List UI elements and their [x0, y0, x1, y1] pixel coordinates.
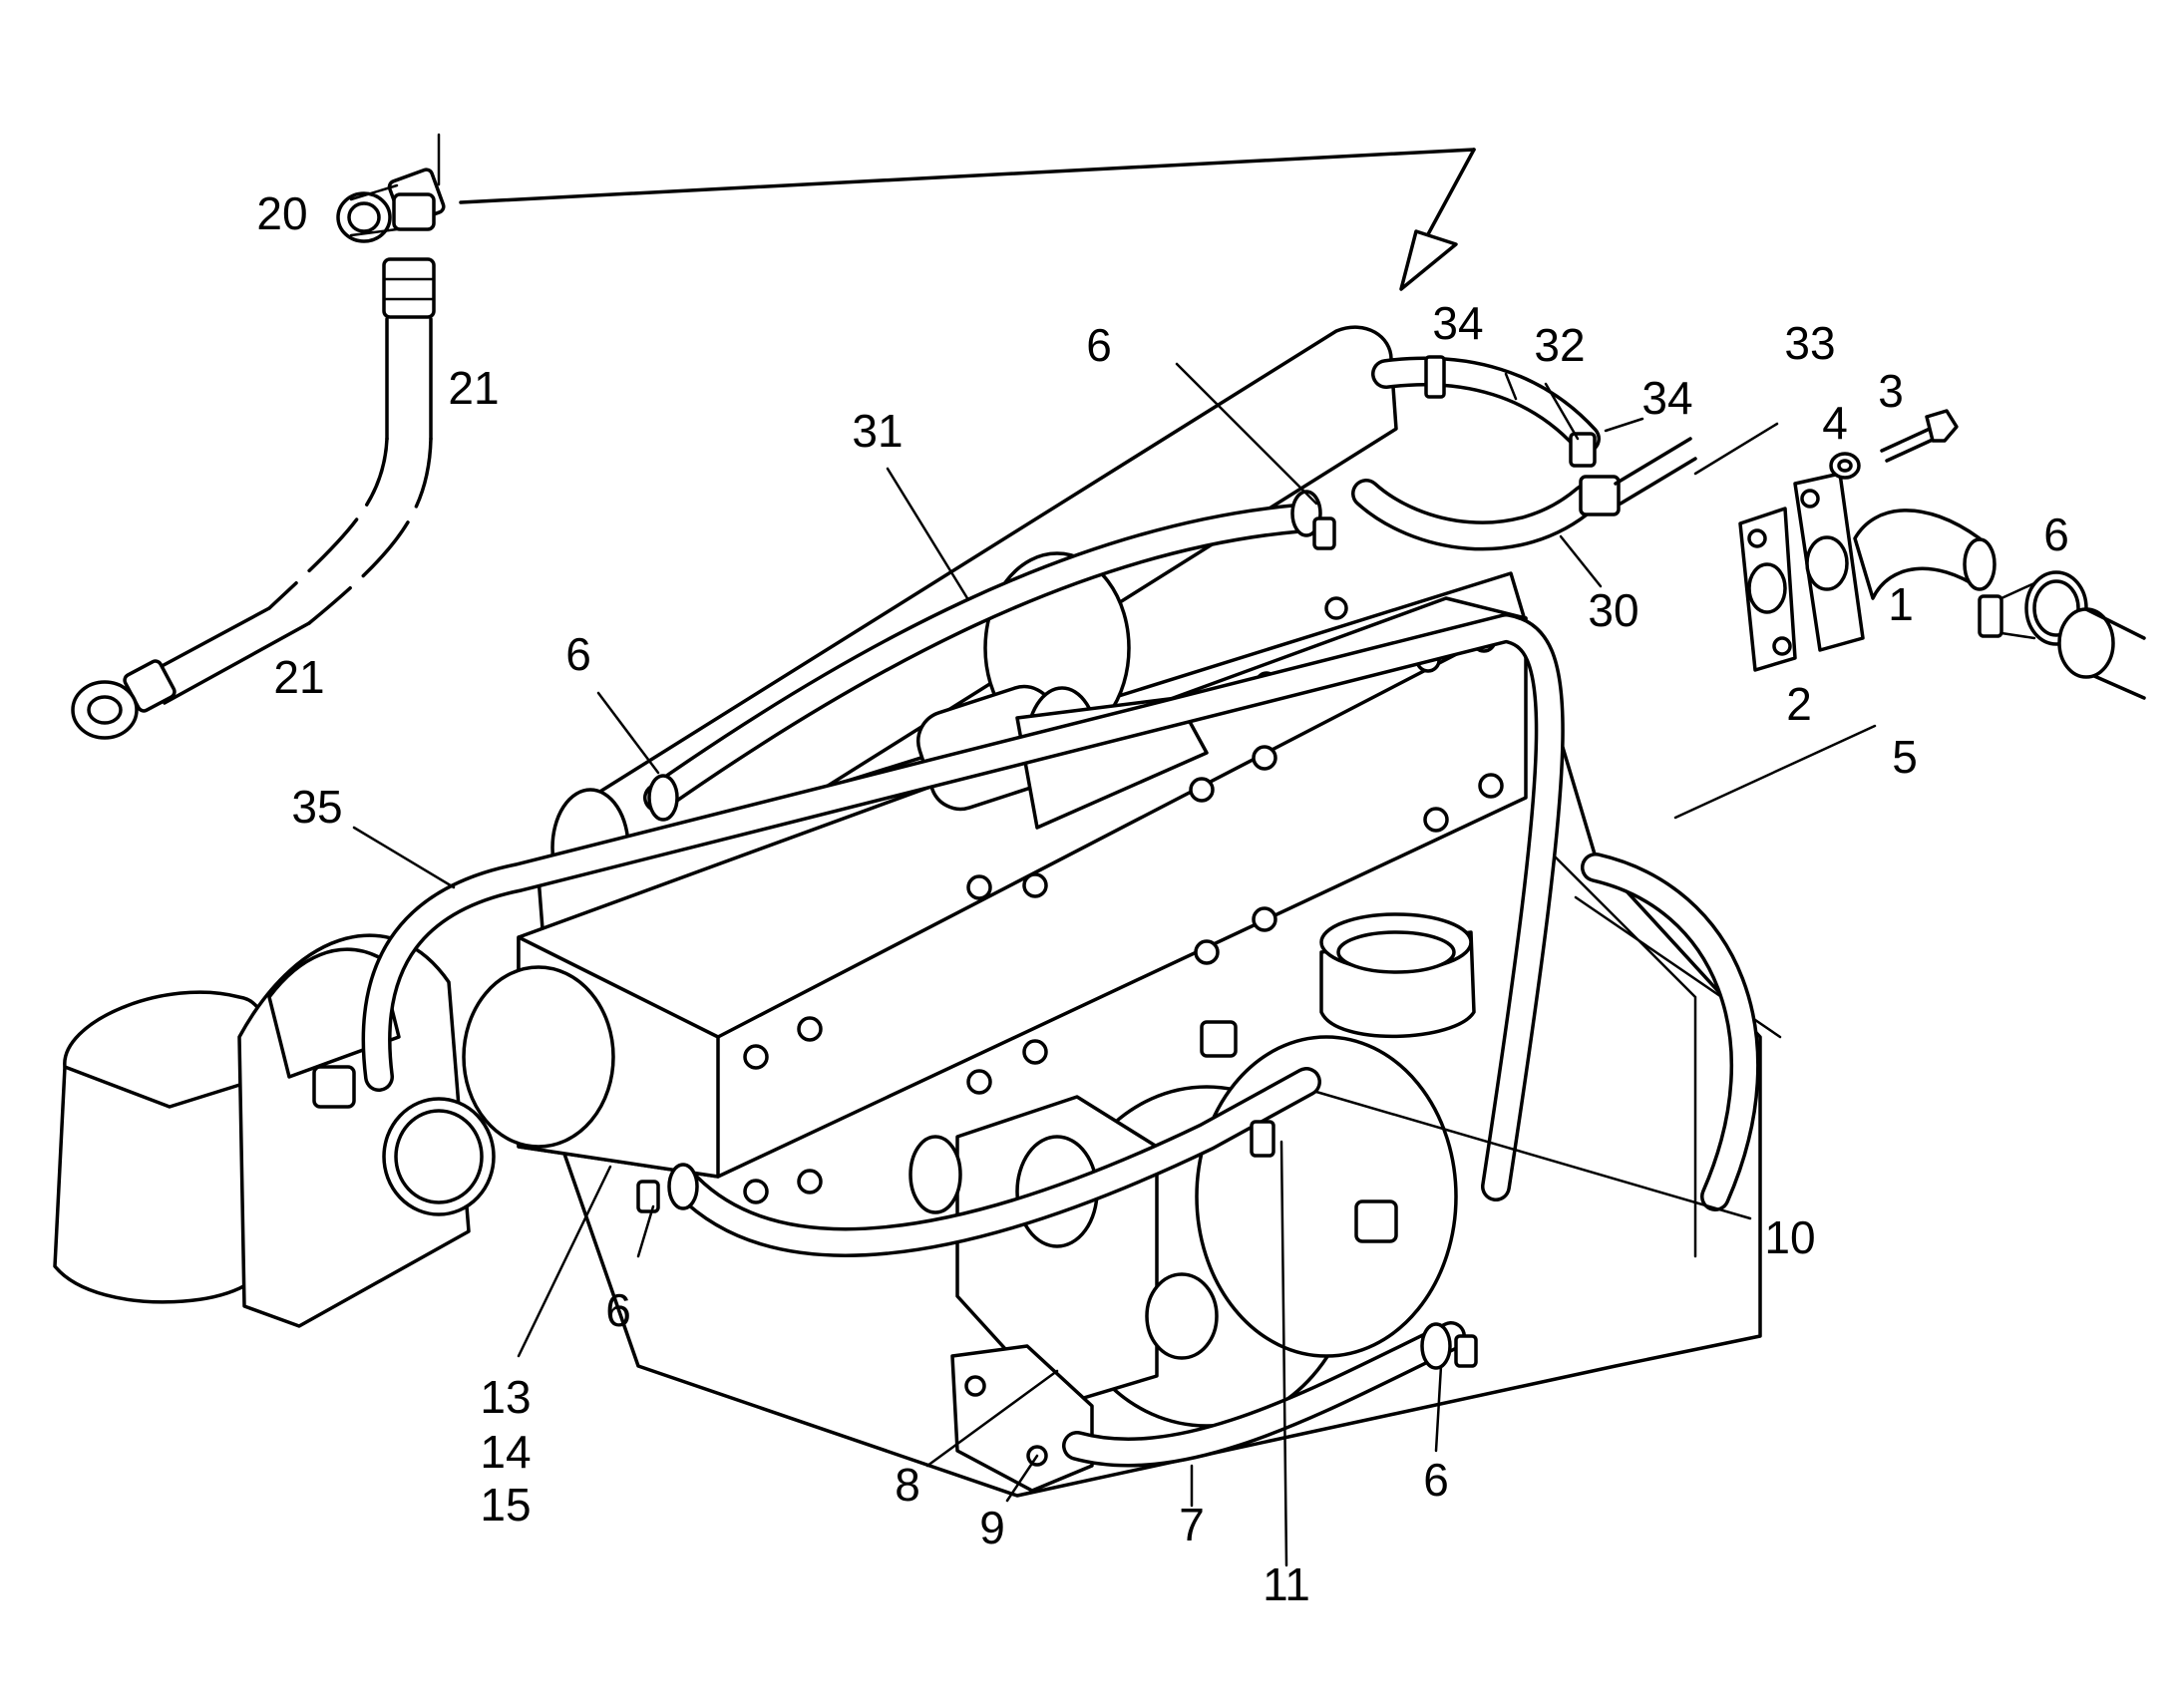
hose-part-35 — [361, 613, 1565, 1201]
hose-part-5 — [1581, 853, 1760, 1211]
callout-30: 30 — [1588, 584, 1638, 636]
gasket-part-2 — [1738, 507, 1797, 672]
callout-6: 6 — [1423, 1454, 1449, 1506]
callout-34: 34 — [1432, 297, 1483, 349]
hose-part-10 — [673, 1067, 1321, 1257]
callouts: 1 2 3 4 5 6 6 6 6 6 7 8 9 10 11 13 14 15… — [256, 187, 2068, 1610]
hose-part-30 — [1351, 437, 1697, 551]
hose-part-31 — [643, 504, 1311, 813]
callout-6: 6 — [565, 628, 591, 680]
callout-13: 13 — [480, 1371, 531, 1423]
flange-elbow-part-1 — [1793, 472, 1997, 652]
oil-filter — [53, 990, 267, 1304]
callout-31: 31 — [852, 405, 903, 457]
callout-10: 10 — [1764, 1211, 1815, 1263]
callout-8: 8 — [895, 1459, 920, 1511]
callout-34: 34 — [1641, 372, 1692, 424]
bolt-part-3 — [1880, 409, 1959, 463]
callout-6: 6 — [605, 1284, 631, 1336]
callout-5: 5 — [1892, 731, 1918, 783]
hose-part-32 — [1371, 355, 1601, 468]
callout-3: 3 — [1878, 365, 1904, 417]
callout-33: 33 — [1784, 317, 1835, 369]
callout-7: 7 — [1179, 1499, 1205, 1550]
elbow-fitting-part-20 — [336, 168, 446, 243]
callout-35: 35 — [291, 781, 342, 833]
callout-11: 11 — [1263, 1558, 1310, 1610]
leader-lines — [352, 133, 1877, 1567]
hose-fittings — [312, 1020, 1398, 1243]
callout-20: 20 — [256, 187, 307, 239]
callout-6: 6 — [2043, 509, 2069, 560]
callout-1: 1 — [1888, 578, 1914, 630]
water-outlet — [382, 965, 615, 1216]
callout-32: 32 — [1534, 319, 1585, 371]
callout-9: 9 — [979, 1502, 1005, 1553]
callout-14: 14 — [480, 1426, 531, 1478]
callout-21: 21 — [448, 362, 499, 414]
callout-4: 4 — [1822, 397, 1848, 449]
hose-clamps — [636, 490, 1478, 1370]
pipe-part-5 — [2057, 607, 2146, 700]
callout-21: 21 — [273, 651, 324, 703]
washer-part-4 — [1829, 452, 1861, 480]
hose-part-7 — [1062, 1321, 1466, 1468]
callout-2: 2 — [1786, 678, 1812, 730]
location-arrow — [459, 148, 1476, 291]
hose-part-21 — [71, 257, 436, 740]
callout-15: 15 — [480, 1479, 531, 1531]
callout-6: 6 — [1086, 319, 1112, 371]
turbo-outlet-pipe — [1319, 912, 1476, 1039]
